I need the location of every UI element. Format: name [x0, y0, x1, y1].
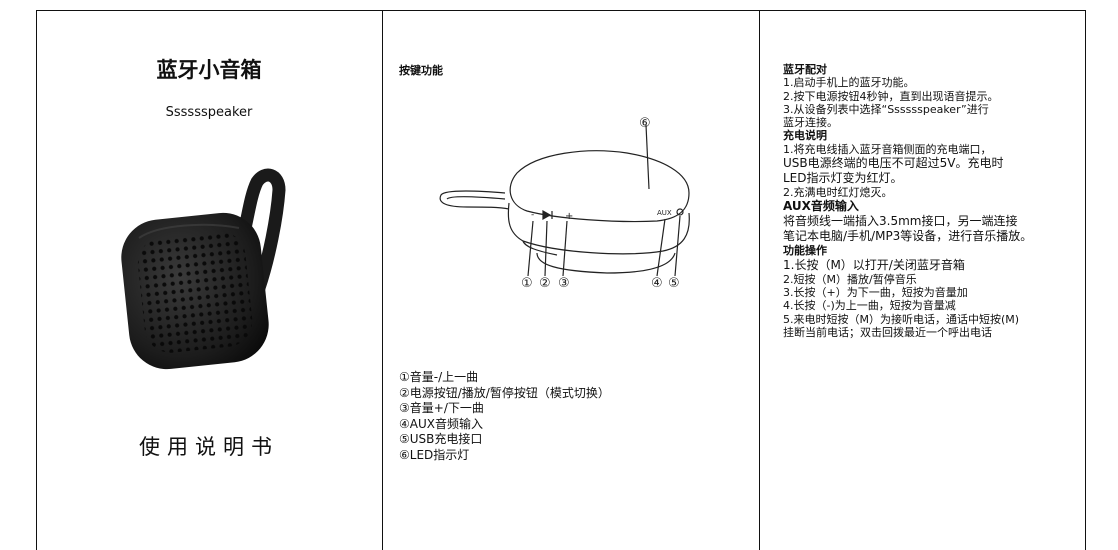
ops-line: 4.长按（-)为上一曲，短按为音量减 [783, 299, 956, 313]
legend-item: ②电源按钮/播放/暂停按钮（模式切换） [399, 385, 610, 400]
speaker-photo [119, 168, 289, 378]
callout-1: ① [521, 276, 533, 291]
button-legend: ①音量-/上一曲 ②电源按钮/播放/暂停按钮（模式切换） ③音量+/下一曲 ④A… [399, 370, 610, 464]
ops-line: 挂断当前电话；双击回拨最近一个呼出电话 [783, 325, 992, 339]
legend-item: ⑥LED指示灯 [399, 447, 470, 462]
aux-port-label: AUX [657, 209, 672, 217]
ops-line: 1.长按（M）以打开/关闭蓝牙音箱 [783, 257, 965, 272]
callout-5: ⑤ [668, 276, 680, 291]
ops-line: 5.来电时短按（M）为接听电话，通话中短按(M) [783, 312, 1020, 326]
manual-title: 使用说明书 [139, 435, 279, 459]
model-name: Sssssspeaker [165, 105, 253, 120]
panel-divider-2 [759, 10, 760, 550]
leaflet-frame [36, 10, 1086, 550]
charging-line: USB电源终端的电压不可超过5V。充电时 [783, 156, 1004, 171]
pairing-heading: 蓝牙配对 [783, 63, 827, 76]
buttons-panel: 按键功能 - + AUX [383, 10, 759, 540]
product-title: 蓝牙小音箱 [156, 58, 262, 82]
callout-4: ④ [651, 276, 663, 291]
pairing-line: 1.启动手机上的蓝牙功能。 [783, 76, 915, 90]
pairing-line: 2.按下电源按钮4秒钟，直到出现语音提示。 [783, 89, 999, 103]
buttons-heading: 按键功能 [399, 64, 443, 77]
legend-item: ④AUX音频输入 [399, 416, 483, 431]
instructions-panel: 蓝牙配对 1.启动手机上的蓝牙功能。 2.按下电源按钮4秒钟，直到出现语音提示。… [760, 10, 1086, 540]
charging-line: 2.充满电时红灯熄灭。 [783, 186, 893, 200]
callout-6: ⑥ [639, 116, 651, 131]
callout-3: ③ [558, 276, 570, 291]
ops-heading: 功能操作 [783, 244, 827, 258]
legend-item: ①音量-/上一曲 [399, 370, 479, 384]
charging-line: 1.将充电线插入蓝牙音箱侧面的充电端口， [783, 142, 992, 156]
ops-line: 2.短按（M）播放/暂停音乐 [783, 272, 917, 286]
panel-divider-1 [382, 10, 383, 550]
legend-item: ⑤USB充电接口 [399, 432, 483, 447]
svg-text:+: + [565, 211, 573, 222]
aux-line: 将音频线一端插入3.5mm接口，另一端连接 [783, 214, 1018, 229]
charging-heading: 充电说明 [783, 129, 827, 143]
callout-2: ② [539, 276, 551, 291]
speaker-diagram: - + AUX ⑥ ① ② ③ ④ ⑤ [427, 103, 727, 303]
pairing-line: 蓝牙连接。 [783, 116, 838, 130]
aux-heading: AUX音频输入 [783, 199, 859, 214]
cover-panel: 蓝牙小音箱 Sssssspeaker 使用说明书 [36, 10, 382, 540]
ops-line: 3.长按（+）为下一曲，短按为音量加 [783, 285, 968, 299]
charging-line: LED指示灯变为红灯。 [783, 171, 903, 186]
legend-item: ③音量+/下一曲 [399, 401, 484, 416]
pairing-line: 3.从设备列表中选择“Sssssspeaker”进行 [783, 102, 989, 116]
minus-mark: - [531, 210, 534, 220]
aux-line: 笔记本电脑/手机/MP3等设备，进行音乐播放。 [783, 229, 1033, 244]
instructions-text: 蓝牙配对 1.启动手机上的蓝牙功能。 2.按下电源按钮4秒钟，直到出现语音提示。… [783, 63, 1083, 339]
